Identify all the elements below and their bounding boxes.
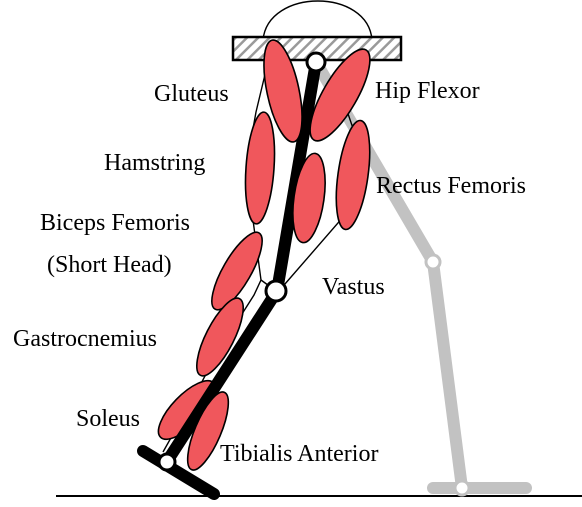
pelvis-outline	[263, 1, 372, 40]
label-biceps-femoris-line2: (Short Head)	[47, 252, 172, 278]
contralateral-ankle-joint	[455, 481, 469, 495]
label-rectus-femoris: Rectus Femoris	[376, 173, 526, 199]
label-biceps-femoris-line1: Biceps Femoris	[40, 210, 190, 236]
knee-joint	[266, 281, 286, 301]
contralateral-knee-joint	[426, 255, 440, 269]
label-gluteus: Gluteus	[154, 81, 229, 107]
label-tibialis-anterior: Tibialis Anterior	[220, 441, 378, 467]
label-hamstring: Hamstring	[104, 150, 205, 176]
label-vastus: Vastus	[322, 274, 385, 300]
label-hip-flexor: Hip Flexor	[375, 78, 480, 104]
hip-joint	[307, 53, 325, 71]
label-soleus: Soleus	[76, 406, 140, 432]
rectus-femoris-muscle	[330, 118, 375, 231]
ankle-joint	[159, 454, 175, 470]
hamstring-muscle	[242, 111, 278, 225]
label-gastrocnemius: Gastrocnemius	[13, 326, 157, 352]
